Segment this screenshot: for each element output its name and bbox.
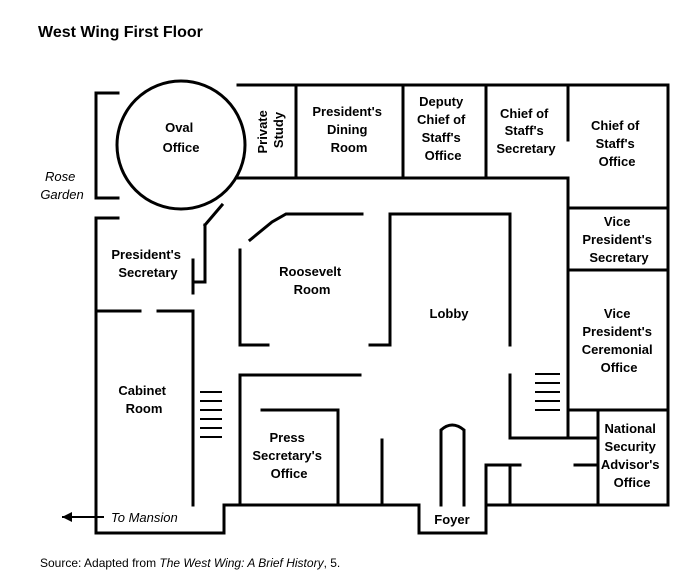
private-study-label: Private Study (255, 107, 286, 154)
lobby-label: Lobby (430, 306, 470, 321)
rose-garden-label: Rose Garden (40, 169, 83, 202)
foyer-label: Foyer (434, 512, 469, 527)
deputy-chief-of-staffs-office-label: Deputy Chief of Staff's Office (417, 94, 469, 163)
source-prefix: Source: Adapted from (40, 556, 160, 570)
interior-walls (94, 83, 670, 507)
cabinet-room-label: Cabinet Room (118, 383, 169, 416)
stairs-left (200, 391, 222, 438)
presidents-dining-room-label: President's Dining Room (312, 104, 385, 155)
source-caption: Source: Adapted from The West Wing: A Br… (40, 556, 340, 570)
chief-of-staffs-office-label: Chief of Staff's Office (591, 118, 643, 169)
press-secretarys-office-label: Press Secretary's Office (252, 430, 325, 481)
roosevelt-room-label: Roosevelt Room (279, 264, 345, 297)
oval-office-label: Oval Office (163, 120, 200, 155)
floor-plan-title: West Wing First Floor (38, 24, 203, 41)
vice-presidents-secretary-label: Vice President's Secretary (582, 214, 655, 265)
to-mansion-label: To Mansion (111, 510, 178, 525)
source-suffix: , 5. (323, 556, 341, 570)
exterior-walls (94, 83, 670, 535)
presidents-secretary-label: President's Secretary (111, 247, 184, 280)
stairs-right (535, 373, 560, 411)
chief-of-staffs-secretary-label: Chief of Staff's Secretary (496, 106, 556, 156)
national-security-advisors-office-label: National Security Advisor's Office (601, 421, 663, 490)
oval-office-wall (115, 79, 247, 211)
source-work-title: The West Wing: A Brief History (159, 556, 324, 570)
vice-presidents-ceremonial-office-label: Vice President's Ceremonial Office (582, 306, 656, 375)
mansion-arrow-icon (62, 512, 104, 522)
